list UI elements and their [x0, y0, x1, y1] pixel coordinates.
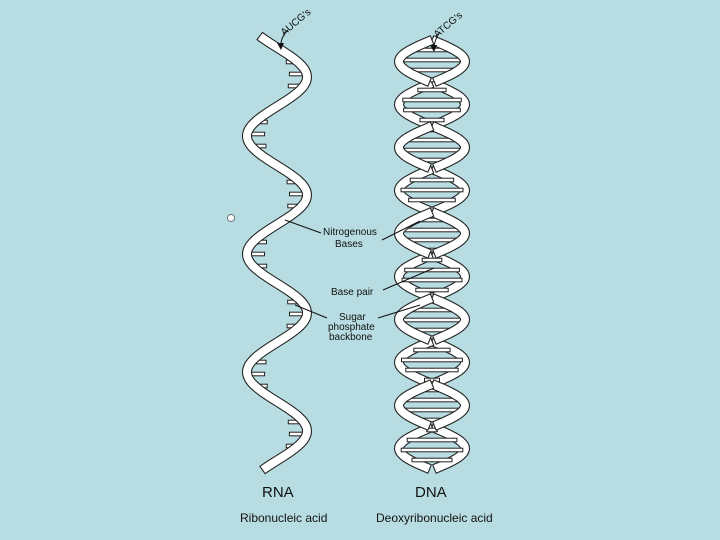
- dna-base-pair: [401, 188, 463, 192]
- dna-backbone-strand-b: [395, 380, 434, 430]
- bullet-dot: [228, 215, 235, 222]
- dna-backbone-strand-a: [430, 122, 469, 172]
- dna-base-pair: [402, 228, 462, 232]
- rna-full-name: Ribonucleic acid: [240, 511, 327, 525]
- dna-base-pair: [403, 408, 462, 412]
- dna-base-pair: [403, 98, 462, 102]
- dna-backbone-strand-a: [430, 208, 469, 258]
- nitrogenous-label-line1: Nitrogenous: [323, 227, 377, 238]
- dna-full-name: Deoxyribonucleic acid: [376, 511, 493, 525]
- dna-backbone-strand-b: [395, 208, 434, 258]
- dna-base-pair: [410, 178, 454, 182]
- rna-top-label-group: AUCG's: [277, 7, 313, 50]
- dna-backbone-strand-a: [430, 380, 469, 430]
- dna-base-pair: [402, 278, 462, 282]
- rna-name: RNA: [262, 484, 294, 501]
- dna-base-pair: [418, 88, 446, 92]
- dna-base-pair: [422, 258, 442, 262]
- dna-base-pair: [402, 148, 463, 152]
- dna-base-pair: [401, 318, 463, 322]
- nitrogenous-leader-left: [285, 220, 321, 233]
- nitrogenous-label-line2: Bases: [335, 239, 363, 250]
- dna-base-pair: [412, 458, 452, 462]
- dna-double-strand-helix: [395, 36, 470, 473]
- backbone-label-line3: backbone: [329, 332, 373, 343]
- base-pair-label: Base pair: [331, 287, 374, 298]
- dna-base-pair: [416, 288, 448, 292]
- dna-base-pair: [404, 108, 461, 112]
- dna-base-pair: [409, 198, 456, 202]
- dna-base-pair: [401, 58, 463, 62]
- dna-backbone-strand-b: [395, 122, 434, 172]
- dna-base-pair: [406, 368, 458, 372]
- dna-base-pair: [414, 348, 450, 352]
- dna-base-pair: [402, 358, 463, 362]
- dna-top-label: ATCG's: [432, 10, 465, 40]
- rna-single-strand-helix: [243, 32, 312, 473]
- dna-base-pair: [407, 438, 457, 442]
- dna-name: DNA: [415, 484, 447, 501]
- dna-base-pair: [404, 398, 461, 402]
- dna-base-pair: [401, 448, 463, 452]
- rna-top-label: AUCG's: [279, 7, 314, 38]
- dna-base-pair: [420, 118, 444, 122]
